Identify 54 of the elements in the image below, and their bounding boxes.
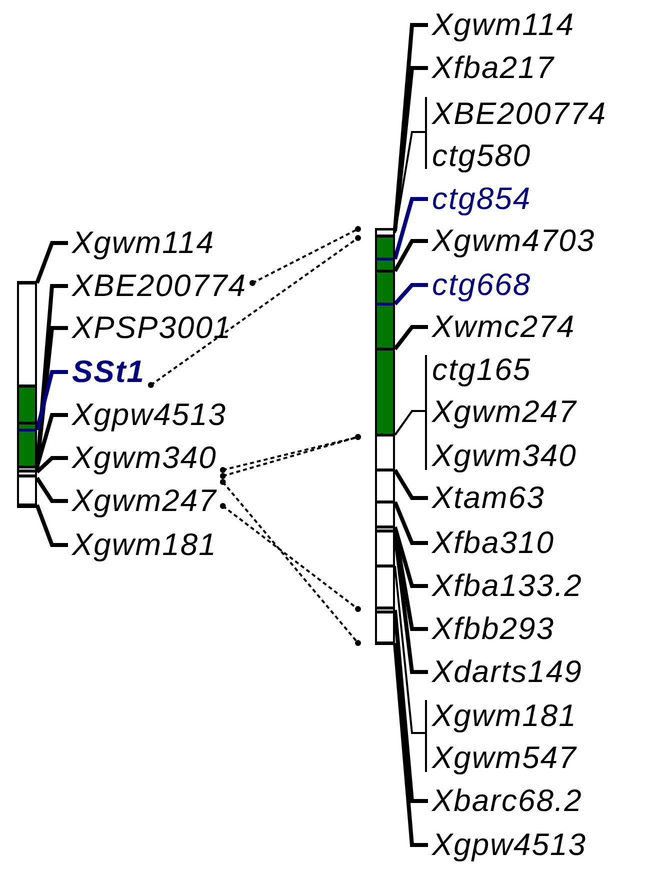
marker-label: Xgwm114 (432, 8, 575, 42)
marker-label: Xgwm247 (72, 484, 217, 518)
leader-line (393, 23, 428, 230)
marker-label: Xwmc274 (432, 310, 576, 344)
marker-label: XBE200774 (432, 97, 606, 131)
marker-label: ctg165 (432, 353, 532, 387)
leader-line (393, 66, 428, 232)
leader-line (394, 354, 427, 471)
leader-line (36, 456, 68, 474)
leader-line (35, 284, 68, 470)
dotted-connector (148, 235, 361, 388)
leader-line (394, 283, 428, 306)
marker-label: SSt1 (72, 355, 145, 389)
marker-label: ctg580 (432, 139, 532, 173)
chromosome-bar (17, 281, 37, 508)
dotted-connector (249, 226, 361, 286)
marker-label: Xdarts149 (432, 655, 582, 689)
marker-label: Xgwm547 (432, 741, 577, 775)
leader-line (394, 96, 427, 234)
marker-label: Xgwm181 (432, 699, 577, 733)
marker-label: Xgpw4513 (432, 828, 587, 862)
dotted-connector (220, 503, 361, 612)
leader-line (393, 325, 428, 350)
marker-label: ctg668 (432, 268, 532, 302)
leader-line (393, 468, 428, 500)
marker-label: Xfbb293 (432, 612, 554, 646)
leader-line (393, 501, 428, 545)
leader-line (393, 239, 428, 272)
marker-label: Xbarc68.2 (432, 784, 582, 818)
leader-line (393, 610, 428, 803)
leader-line (35, 476, 68, 503)
marker-label: XBE200774 (72, 269, 246, 303)
marker-label: Xgwm114 (72, 226, 215, 260)
marker-label: Xgwm247 (432, 395, 577, 429)
leader-line (393, 642, 428, 847)
leader-line (35, 241, 68, 284)
marker-label: Xfba310 (432, 526, 554, 560)
marker-label: Xfba217 (432, 51, 554, 85)
leader-line (394, 565, 427, 773)
marker-label: Xtam63 (432, 481, 545, 515)
leader-line (35, 504, 68, 547)
marker-label: Xgpw4513 (72, 398, 227, 432)
leader-line (393, 526, 428, 588)
marker-label: ctg854 (432, 182, 532, 216)
chromosome-bar (375, 228, 395, 645)
marker-label: Xgwm340 (432, 439, 577, 473)
leader-line (393, 197, 428, 260)
marker-label: Xgwm4703 (432, 224, 596, 258)
marker-label: Xgwm181 (72, 528, 217, 562)
marker-label: XPSP3001 (72, 311, 232, 345)
marker-label: Xfba133.2 (432, 569, 582, 603)
leader-line (35, 370, 68, 430)
marker-label: Xgwm340 (72, 441, 217, 475)
dotted-connector (220, 479, 361, 646)
